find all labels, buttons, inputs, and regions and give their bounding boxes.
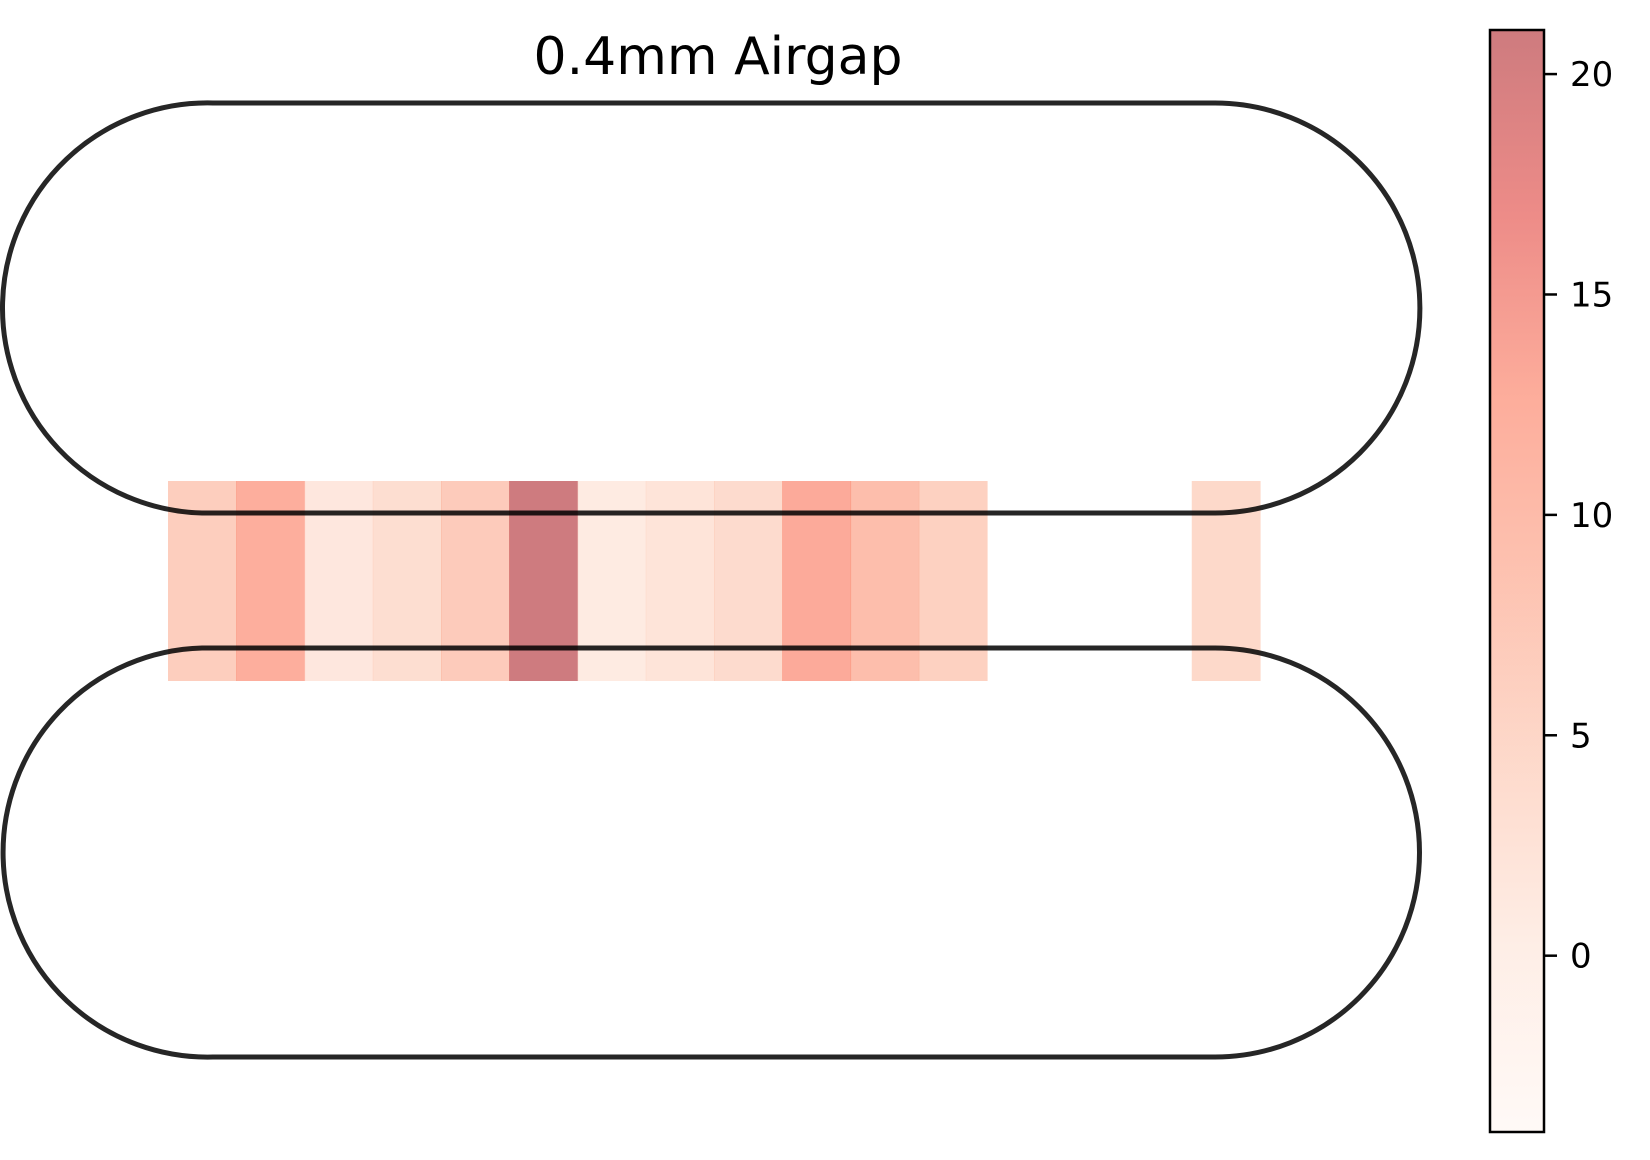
colorbar: 0 5 10 15 20	[1488, 28, 1613, 1134]
colorbar-tick-label: 10	[1570, 496, 1613, 536]
colorbar-gradient	[1490, 30, 1544, 1132]
colorbar-tick-label: 5	[1570, 716, 1592, 756]
track-outline	[0, 100, 1423, 1060]
colorbar-tick-label: 15	[1570, 275, 1613, 315]
colorbar-tick-label: 20	[1570, 55, 1613, 95]
colorbar-tick-label: 0	[1570, 937, 1592, 977]
upper-loop-outline	[0, 100, 1423, 516]
colorbar-frame	[1488, 28, 1546, 1134]
lower-loop-outline	[0, 645, 1422, 1060]
chart-title: 0.4mm Airgap	[534, 27, 903, 87]
colorbar-ticks: 0 5 10 15 20	[1544, 55, 1613, 977]
